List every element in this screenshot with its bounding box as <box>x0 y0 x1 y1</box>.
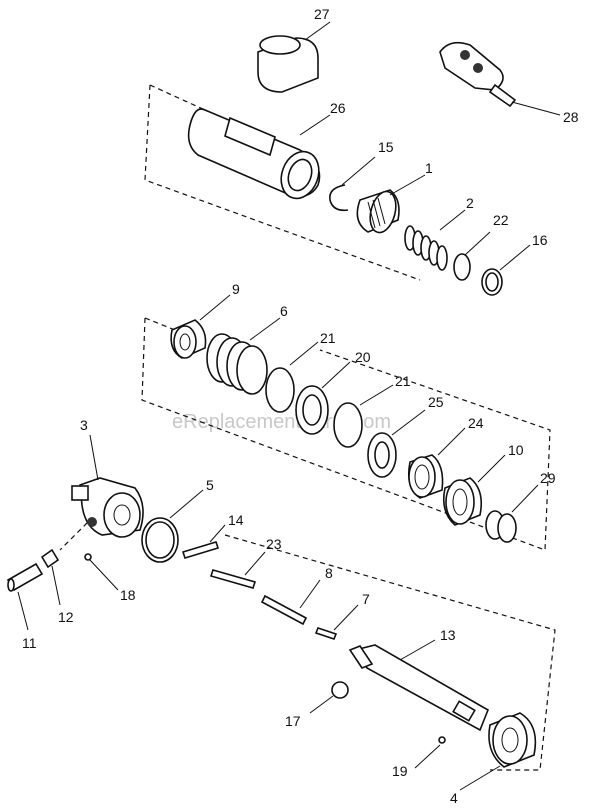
part-1-knurled-collar <box>356 189 400 234</box>
leader-5 <box>169 489 204 519</box>
part-10-bushing <box>442 477 483 526</box>
part-15-clip <box>328 184 349 212</box>
callout-29: 29 <box>540 470 556 486</box>
leader-21a <box>289 341 319 366</box>
callout-4: 4 <box>450 790 458 806</box>
leader-21b <box>359 384 394 406</box>
part-13-shaft <box>348 644 490 732</box>
leader-25 <box>391 409 426 436</box>
callout-18: 18 <box>120 587 136 603</box>
upper-assembly-boundary <box>144 84 421 281</box>
part-9-bushing <box>170 319 207 359</box>
leader-3 <box>89 434 99 481</box>
callout-19: 19 <box>392 763 408 779</box>
leader-12 <box>51 565 61 606</box>
leader-18 <box>89 559 119 591</box>
part-21-washer-upper <box>265 367 295 413</box>
leader-26 <box>299 114 331 136</box>
callout-17: 17 <box>285 713 301 729</box>
leader-19 <box>414 744 441 769</box>
part-4-collar <box>488 712 537 768</box>
part-16-ring <box>481 268 503 296</box>
part-25-ring <box>367 432 397 478</box>
leader-1 <box>389 174 426 196</box>
part-22-washer <box>453 253 471 281</box>
callout-3: 3 <box>80 417 88 433</box>
leader-20 <box>321 361 351 389</box>
callout-14: 14 <box>228 512 244 528</box>
part-6-spring <box>206 333 268 395</box>
callout-6: 6 <box>280 303 288 319</box>
leader-27 <box>304 21 331 41</box>
leader-14 <box>209 524 226 543</box>
callout-26: 26 <box>330 100 346 116</box>
part-29-seals <box>485 510 517 543</box>
callout-27: 27 <box>314 6 330 22</box>
leader-13 <box>399 639 436 661</box>
callout-9: 9 <box>232 281 240 297</box>
leader-28 <box>511 101 561 116</box>
middle-assembly-boundary <box>141 317 551 551</box>
leader-15 <box>341 156 376 186</box>
leader-17 <box>309 695 334 714</box>
leader-29 <box>511 484 539 513</box>
part-18-ball <box>84 553 92 561</box>
part-7-pin <box>314 627 338 640</box>
callout-15: 15 <box>378 139 394 155</box>
part-11-setscrew <box>6 562 44 592</box>
leader-16 <box>499 244 531 271</box>
callout-21a: 21 <box>320 330 336 346</box>
callout-13: 13 <box>440 627 456 643</box>
part-8-spring <box>260 594 308 626</box>
leader-23 <box>244 551 266 576</box>
leader-24 <box>437 427 466 456</box>
leader-22 <box>464 231 491 256</box>
part-3-head <box>71 477 144 538</box>
part-23-pin <box>209 569 257 589</box>
leader-9 <box>199 294 231 321</box>
callout-16: 16 <box>532 232 548 248</box>
callout-20: 20 <box>355 349 371 365</box>
part-2-spring <box>404 225 448 271</box>
part-19-ball <box>438 736 446 744</box>
callout-5: 5 <box>206 477 214 493</box>
part-12-spring <box>40 548 60 569</box>
part-20-washer <box>295 385 329 435</box>
callout-28: 28 <box>563 109 579 125</box>
part-5-o-ring <box>141 517 179 563</box>
callout-12: 12 <box>58 609 74 625</box>
callout-2: 2 <box>466 195 474 211</box>
leader-6 <box>249 317 281 341</box>
leader-4 <box>459 765 501 791</box>
callout-11: 11 <box>22 635 37 651</box>
callout-25: 25 <box>428 394 444 410</box>
upper-boundary-top <box>149 84 206 111</box>
part-17-ball <box>331 681 349 699</box>
lower-assembly-boundary <box>224 534 556 771</box>
leader-7 <box>333 604 359 631</box>
part-24-ring <box>407 454 444 499</box>
callout-21b: 21 <box>395 373 411 389</box>
part-28-tool <box>439 41 517 108</box>
part-27-sleeve <box>257 35 319 93</box>
callout-10: 10 <box>508 442 524 458</box>
callout-22: 22 <box>493 212 509 228</box>
middle-boundary-top <box>144 317 176 331</box>
part-26-housing <box>187 108 321 200</box>
leader-11 <box>17 591 29 631</box>
leader-8 <box>299 579 321 609</box>
callout-1: 1 <box>425 160 433 176</box>
part-21-washer-lower <box>333 402 363 448</box>
leader-10 <box>477 454 506 483</box>
part-14-pin <box>181 541 220 559</box>
leader-2 <box>439 209 466 231</box>
callout-7: 7 <box>362 591 370 607</box>
callout-8: 8 <box>325 565 333 581</box>
callout-23: 23 <box>266 536 282 552</box>
callout-24: 24 <box>468 415 484 431</box>
